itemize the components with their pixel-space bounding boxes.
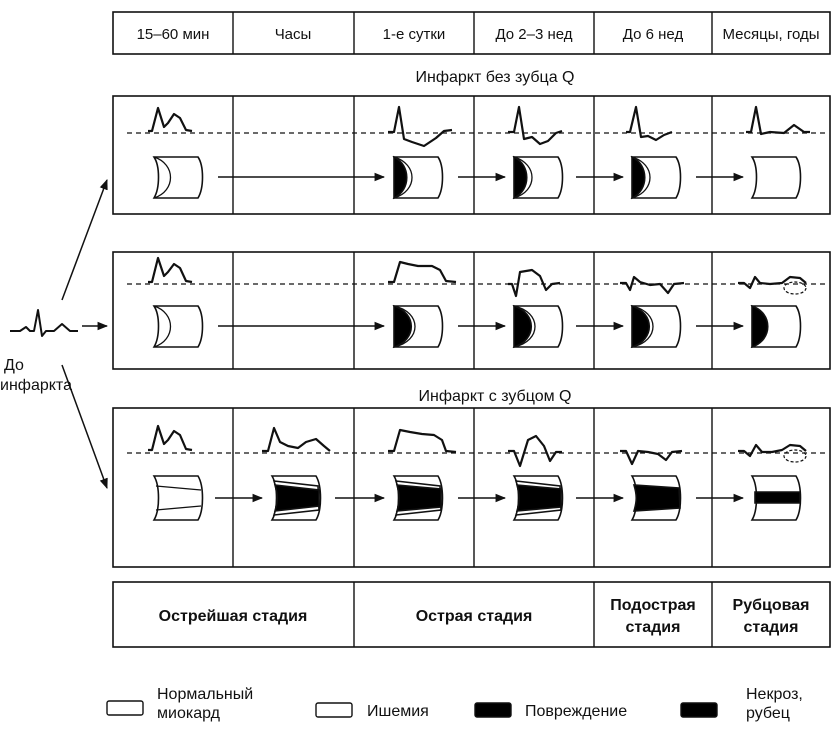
- isoelectric-lines: [127, 132, 826, 454]
- header-cell-1: 15–60 мин: [137, 26, 210, 43]
- ecg-wave-q-scar: [738, 443, 807, 458]
- stage-acute: Острая стадия: [416, 608, 533, 625]
- legend-label-ischemia: Ишемия: [367, 703, 429, 720]
- legend-label-necrosis-line-2: рубец: [746, 705, 790, 722]
- ecg-wave-st-depression-2: [508, 105, 563, 146]
- myocardium-row-1: [152, 155, 802, 200]
- branch-arrows: [61, 179, 109, 489]
- ecg-wave-st-elevation-day: [388, 428, 457, 454]
- myocardium-row-3: [152, 475, 802, 521]
- stage-scar-line-1: Рубцовая: [733, 597, 810, 614]
- legend-label-normal-line-2: миокард: [157, 705, 221, 722]
- progression-arrows: [215, 172, 745, 503]
- ecg-waves-row-3: [148, 424, 807, 468]
- title-no-q-infarction: Инфаркт без зубца Q: [415, 69, 574, 86]
- ecg-wave-st-elevation-hours: [262, 426, 331, 453]
- legend-label-normal-line-1: Нормальный: [157, 686, 253, 703]
- ecg-wave-q-scar: [738, 275, 807, 290]
- myocardium-ischemia-shape: [152, 156, 204, 199]
- ecg-wave-hyperacute-t: [148, 106, 193, 133]
- legend: Нормальный миокард Ишемия Повреждение Не…: [106, 686, 803, 722]
- ecg-wave-q-inverted-t: [620, 275, 685, 295]
- header-cell-4: До 2–3 нед: [495, 26, 572, 43]
- title-q-infarction: Инфаркт с зубцом Q: [419, 388, 572, 405]
- ecg-wave-hyperacute-t: [148, 256, 193, 284]
- legend-swatch-normal: [106, 700, 144, 716]
- header-cell-2: Часы: [275, 26, 312, 43]
- row-dividers: [232, 96, 713, 567]
- stage-scar-line-2: стадия: [744, 619, 799, 636]
- ecg-waves-row-1: [148, 105, 810, 148]
- time-header: 15–60 мин Часы 1-е сутки До 2–3 нед До 6…: [112, 11, 831, 55]
- stage-hyperacute: Острейшая стадия: [159, 608, 308, 625]
- header-cell-6: Месяцы, годы: [722, 26, 819, 43]
- legend-swatch-necrosis: [680, 702, 718, 718]
- myocardium-ischemia-transmural: [152, 475, 204, 521]
- legend-swatch-ischemia: [315, 702, 353, 718]
- legend-label-injury: Повреждение: [525, 703, 627, 720]
- row-frames: [112, 95, 831, 568]
- ecg-wave-deep-q: [508, 434, 562, 468]
- pre-infarct-label-line-2: инфаркта: [0, 377, 72, 394]
- pre-infarct-label-line-1: До: [4, 357, 24, 374]
- myocardium-ischemia-shape: [152, 305, 204, 348]
- legend-label-necrosis-line-1: Некроз,: [746, 686, 803, 703]
- ecg-wave-st-depression-1: [388, 105, 453, 148]
- legend-swatch-injury: [474, 702, 512, 718]
- ecg-wave-t-inversion: [626, 105, 673, 142]
- pre-infarct-ecg: [10, 309, 78, 337]
- ecg-wave-q-st: [508, 268, 561, 298]
- stage-row: Острейшая стадия Острая стадия Подострая…: [112, 581, 831, 648]
- header-cell-5: До 6 нед: [623, 26, 684, 43]
- stage-subacute-line-2: стадия: [626, 619, 681, 636]
- myocardium-row-2: [152, 304, 802, 349]
- stage-subacute-line-1: Подострая: [610, 597, 696, 614]
- ecg-wave-q-subacute: [620, 449, 683, 466]
- ecg-wave-hyperacute-t: [148, 424, 193, 452]
- header-cell-3: 1-е сутки: [383, 26, 446, 43]
- myocardium-normal-shape: [750, 156, 802, 199]
- ecg-wave-normalized: [746, 105, 810, 136]
- ecg-wave-st-elevation: [388, 260, 457, 284]
- ecg-waves-row-2: [148, 256, 807, 298]
